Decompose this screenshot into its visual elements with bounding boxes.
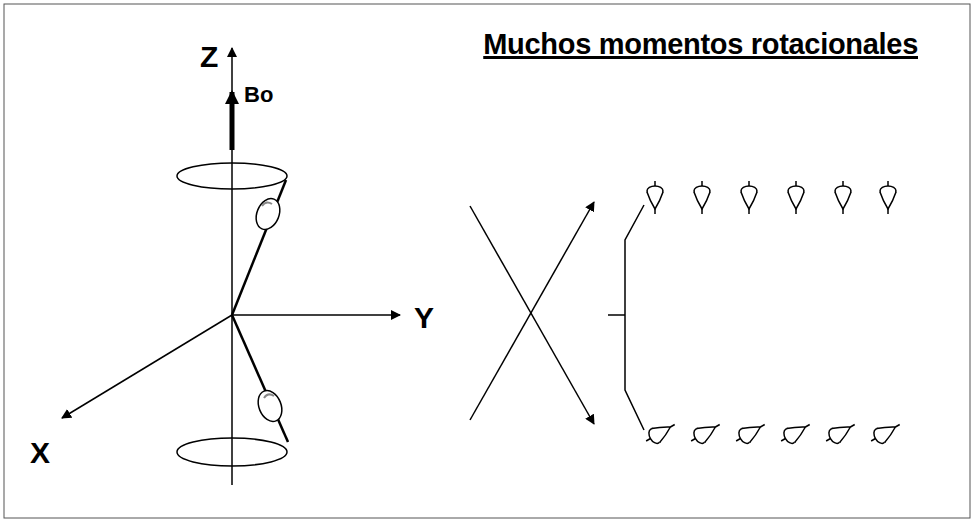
axis-label: Z — [200, 42, 218, 72]
axis-label: X — [30, 438, 50, 468]
slide-title: Muchos momentos rotacionales — [483, 30, 918, 59]
field-label: Bo — [244, 84, 273, 106]
axis-label: Y — [414, 303, 434, 333]
